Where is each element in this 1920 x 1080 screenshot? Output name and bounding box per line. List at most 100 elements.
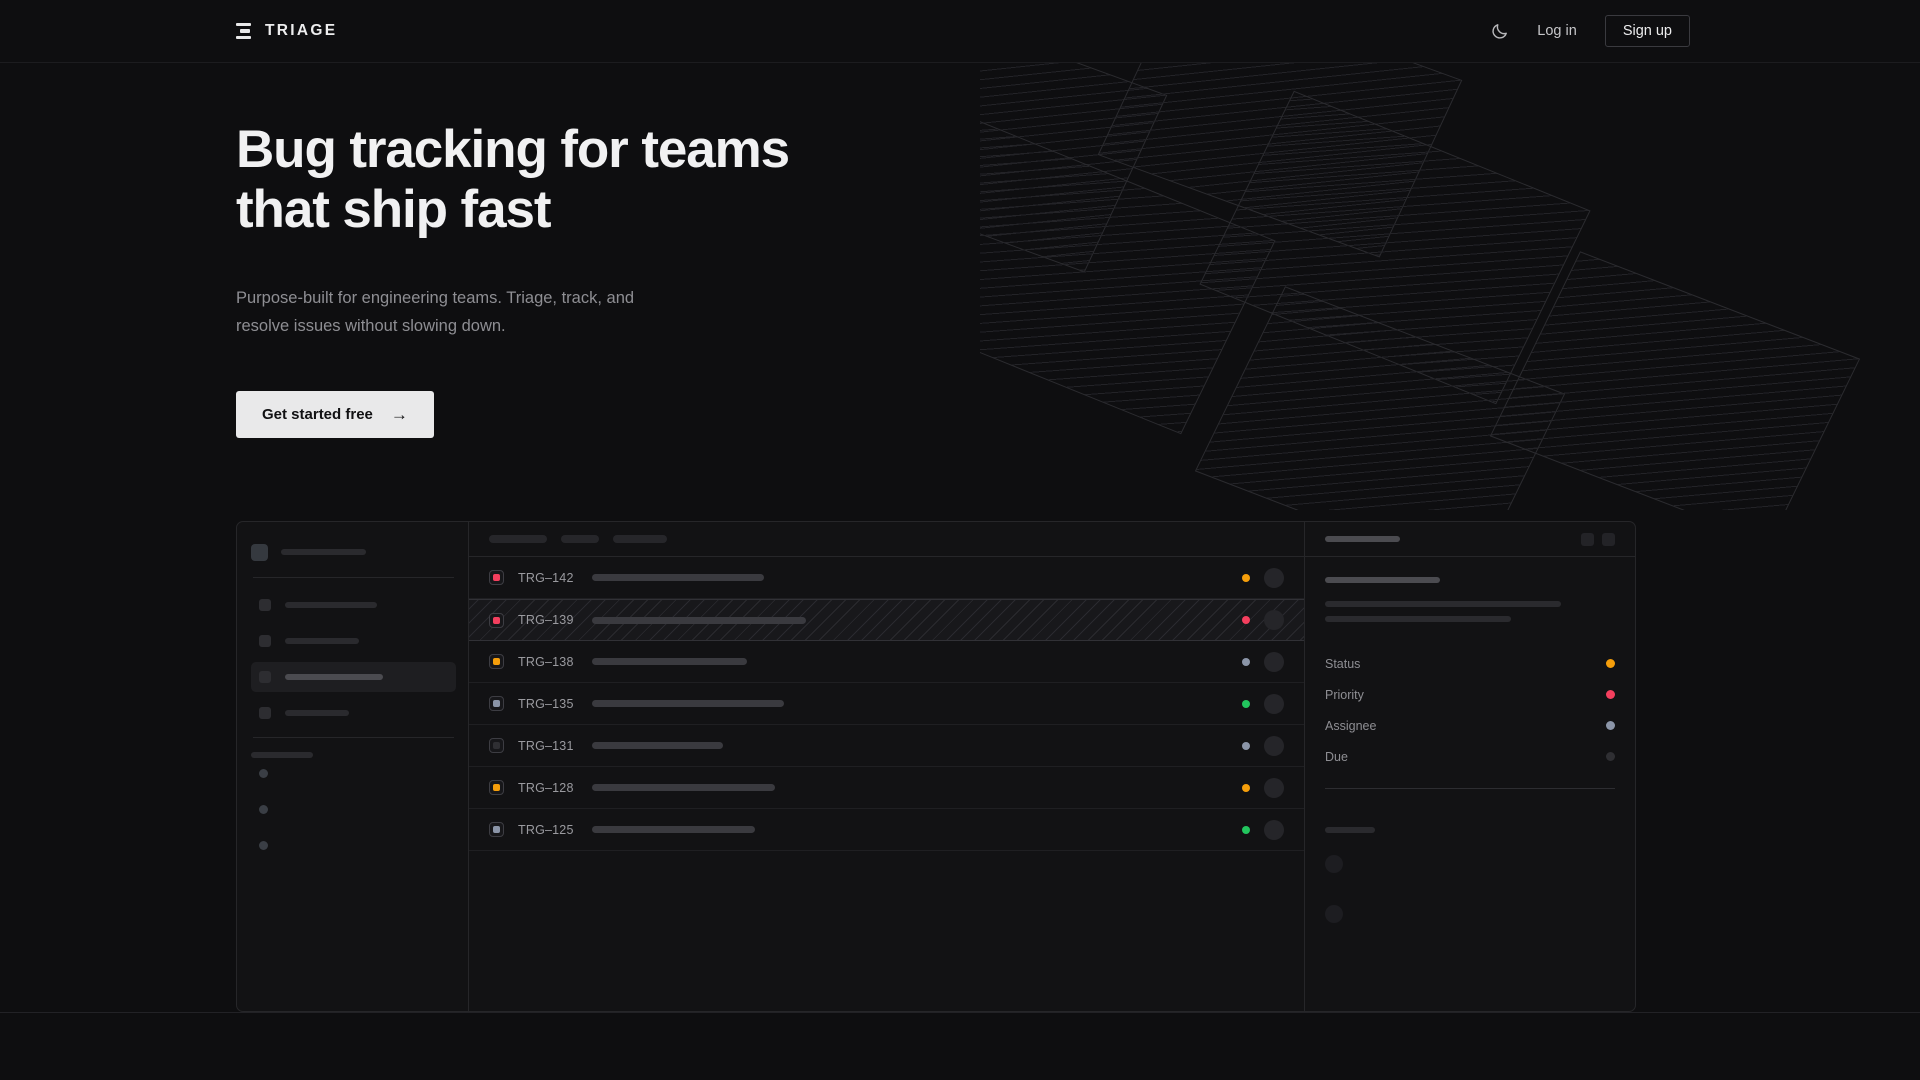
issue-assignee-avatar — [1264, 819, 1284, 840]
sidebar-item-0[interactable] — [251, 590, 456, 620]
detail-meta-value-dot — [1606, 690, 1615, 699]
moon-icon[interactable] — [1490, 22, 1509, 41]
detail-meta-priority[interactable]: Priority — [1325, 679, 1615, 710]
table-row[interactable]: TRG–142 — [469, 557, 1304, 599]
issue-row-meta — [1242, 693, 1284, 714]
issue-list-toolbar — [469, 522, 1304, 557]
table-row[interactable]: TRG–139 — [469, 599, 1304, 641]
sidebar-section-label-placeholder — [251, 752, 313, 758]
decor-panel — [1199, 90, 1591, 405]
signup-button[interactable]: Sign up — [1604, 14, 1690, 48]
issue-id: TRG–142 — [518, 570, 574, 585]
detail-header — [1305, 522, 1635, 557]
filter-chip-placeholder[interactable] — [561, 535, 599, 543]
nav-actions: Log in Sign up — [1490, 14, 1690, 48]
issue-type-icon — [489, 612, 504, 628]
workspace-avatar — [251, 543, 268, 561]
hero-section: Bug tracking for teams that ship fast Pu… — [236, 120, 790, 438]
sidebar-mini-item[interactable] — [251, 830, 456, 860]
get-started-button[interactable]: Get started free → — [236, 390, 434, 438]
sidebar-item-icon — [259, 707, 271, 719]
issue-type-icon — [489, 654, 504, 669]
sidebar-item-2[interactable] — [251, 662, 456, 692]
detail-meta-value-dot — [1606, 659, 1615, 668]
detail-action-buttons — [1581, 532, 1615, 546]
issue-row-meta — [1242, 735, 1284, 756]
sidebar-item-icon — [259, 599, 271, 611]
issue-status-dot — [1242, 825, 1250, 834]
detail-meta-value-dot — [1606, 752, 1615, 761]
sidebar-item-1[interactable] — [251, 626, 456, 656]
detail-meta-label: Assignee — [1325, 718, 1377, 733]
issue-id: TRG–131 — [518, 738, 574, 753]
issue-id: TRG–135 — [518, 696, 574, 711]
issue-status-dot — [1242, 616, 1250, 624]
table-row[interactable]: TRG–125 — [469, 809, 1304, 851]
arrow-right-icon: → — [390, 404, 408, 424]
issue-status-dot — [1242, 657, 1250, 666]
top-navigation-bar: TRIAGE Log in Sign up — [0, 0, 1920, 63]
issue-type-icon — [489, 696, 504, 711]
decor-panel — [1194, 286, 1566, 510]
login-link[interactable]: Log in — [1537, 23, 1577, 39]
detail-summary-placeholder — [1325, 577, 1615, 622]
brand-logo[interactable]: TRIAGE — [236, 22, 337, 40]
sidebar-item-icon — [259, 635, 271, 647]
sidebar-mini-item[interactable] — [251, 794, 456, 824]
hero-title: Bug tracking for teams that ship fast — [236, 120, 790, 240]
issue-type-icon — [489, 570, 504, 585]
issue-row-meta — [1242, 567, 1284, 588]
detail-text-placeholder — [1325, 616, 1511, 622]
issue-title-placeholder — [592, 742, 723, 749]
detail-meta-value-dot — [1606, 721, 1615, 730]
sidebar-nav-list — [251, 590, 456, 728]
detail-meta-assignee[interactable]: Assignee — [1325, 710, 1615, 741]
mockup-sidebar — [237, 522, 469, 1011]
sidebar-workspace-header[interactable] — [251, 536, 456, 568]
sidebar-mini-icon — [259, 804, 268, 814]
activity-avatar — [1325, 905, 1343, 923]
issue-type-icon — [489, 822, 504, 837]
table-row[interactable]: TRG–135 — [469, 683, 1304, 725]
issue-status-dot — [1242, 783, 1250, 792]
activity-item — [1325, 895, 1615, 933]
issue-row-meta — [1242, 819, 1284, 840]
activity-label-placeholder — [1325, 827, 1375, 833]
issue-title-placeholder — [592, 574, 764, 581]
issue-row-meta — [1242, 610, 1284, 630]
detail-activity — [1305, 827, 1635, 933]
detail-meta-due[interactable]: Due — [1325, 741, 1615, 772]
issue-assignee-avatar — [1264, 735, 1284, 756]
activity-items — [1325, 845, 1615, 933]
issue-assignee-avatar — [1264, 693, 1284, 714]
issue-title-placeholder — [592, 700, 784, 707]
sidebar-item-label-placeholder — [285, 602, 377, 608]
issue-id: TRG–139 — [518, 613, 574, 627]
activity-item — [1325, 845, 1615, 883]
detail-meta-status[interactable]: Status — [1325, 648, 1615, 679]
detail-meta-label: Due — [1325, 749, 1348, 764]
sidebar-item-3[interactable] — [251, 698, 456, 728]
table-row[interactable]: TRG–131 — [469, 725, 1304, 767]
table-row[interactable]: TRG–138 — [469, 641, 1304, 683]
issue-row-meta — [1242, 651, 1284, 672]
decor-panel — [1097, 40, 1463, 258]
brand-name: TRIAGE — [265, 22, 338, 39]
issue-assignee-avatar — [1264, 651, 1284, 672]
filter-chip-placeholder[interactable] — [613, 535, 667, 543]
issue-status-dot — [1242, 573, 1250, 582]
detail-text-placeholder — [1325, 577, 1440, 583]
filter-chip-placeholder[interactable] — [489, 535, 547, 543]
sidebar-mini-item[interactable] — [251, 758, 456, 788]
detail-action-button[interactable] — [1602, 532, 1615, 546]
detail-action-button[interactable] — [1581, 532, 1594, 546]
table-row[interactable]: TRG–128 — [469, 767, 1304, 809]
issue-id: TRG–138 — [518, 654, 574, 669]
sidebar-divider — [253, 577, 454, 578]
decor-panel — [980, 40, 1168, 273]
sidebar-mini-list — [251, 758, 456, 860]
